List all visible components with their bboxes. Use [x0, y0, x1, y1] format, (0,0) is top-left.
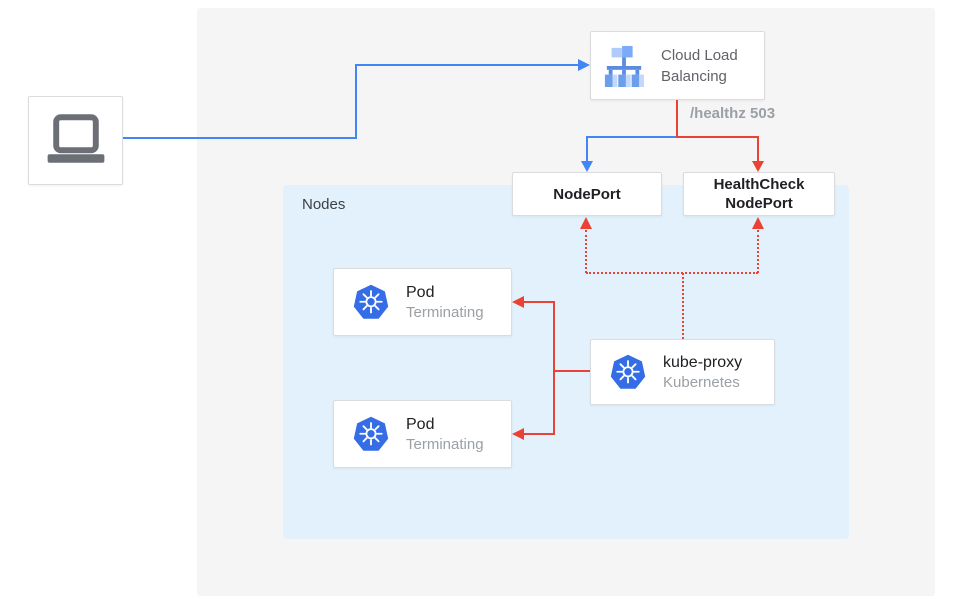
cloud-load-balancing-label: Cloud Load Balancing — [661, 45, 738, 87]
nodes-panel-label: Nodes — [302, 196, 346, 213]
kube-proxy-dotted-horizontal — [586, 272, 758, 274]
healthcheck-nodeport-label-line1: HealthCheck — [713, 176, 805, 193]
kubernetes-icon — [352, 284, 390, 321]
cloud-load-balancing-icon — [601, 45, 647, 87]
clb-to-nodeport-line-vertical — [586, 136, 588, 162]
line-to-pod-1 — [524, 301, 555, 303]
client-traffic-line-vertical — [355, 64, 357, 139]
pod-1-title: Pod — [406, 283, 435, 301]
line-to-pod-2 — [524, 433, 555, 435]
cloud-load-balancing-node: Cloud Load Balancing — [590, 31, 765, 100]
kube-proxy-title: kube-proxy — [663, 353, 743, 371]
kube-proxy-to-pods-vertical — [553, 301, 555, 434]
kubernetes-icon — [352, 416, 390, 453]
kube-proxy-dotted-stem — [682, 273, 684, 339]
healthcheck-nodeport-node: HealthCheck NodePort — [683, 172, 835, 216]
client-traffic-line-horizontal — [123, 137, 355, 139]
pod-2-title: Pod — [406, 415, 435, 433]
kubernetes-icon — [609, 354, 647, 391]
pod-2-status: Terminating — [406, 435, 484, 453]
arrowhead-into-healthcheck-nodeport — [752, 161, 764, 172]
kube-proxy-text: kube-proxy Kubernetes — [663, 352, 742, 393]
clb-to-healthcheck-line-vertical — [757, 136, 759, 162]
clb-label-line2: Balancing — [661, 67, 727, 85]
client-traffic-line-to-clb — [355, 64, 578, 66]
healthcheck-nodeport-label-line2: NodePort — [725, 195, 793, 212]
nodeport-label: NodePort — [553, 185, 621, 203]
clb-to-healthcheck-line-horizontal — [676, 136, 759, 138]
kube-proxy-node: kube-proxy Kubernetes — [590, 339, 775, 405]
arrowhead-into-nodeport — [581, 161, 593, 172]
arrowhead-up-into-nodeport — [580, 217, 592, 229]
dotted-line-to-nodeport — [585, 230, 587, 273]
arrowhead-into-pod-2 — [512, 428, 524, 440]
dotted-line-to-healthcheck — [757, 230, 759, 273]
nodeport-node: NodePort — [512, 172, 662, 216]
clb-to-nodeport-line-horizontal — [586, 136, 678, 138]
arrowhead-up-into-healthcheck — [752, 217, 764, 229]
laptop-icon — [43, 113, 109, 169]
kube-proxy-subtitle: Kubernetes — [663, 373, 740, 391]
pod-1-status: Terminating — [406, 303, 484, 321]
arrowhead-into-pod-1 — [512, 296, 524, 308]
kube-proxy-to-pods-stem — [553, 370, 590, 372]
healthz-status-label: /healthz 503 — [690, 105, 776, 122]
clb-label-line1: Cloud Load — [661, 46, 738, 64]
arrowhead-into-clb — [578, 59, 590, 71]
pod-2-text: Pod Terminating — [406, 414, 484, 455]
pod-node-1: Pod Terminating — [333, 268, 512, 336]
pod-1-text: Pod Terminating — [406, 282, 484, 323]
pod-node-2: Pod Terminating — [333, 400, 512, 468]
clb-healthcheck-line-down — [676, 100, 678, 138]
client-node — [28, 96, 123, 185]
